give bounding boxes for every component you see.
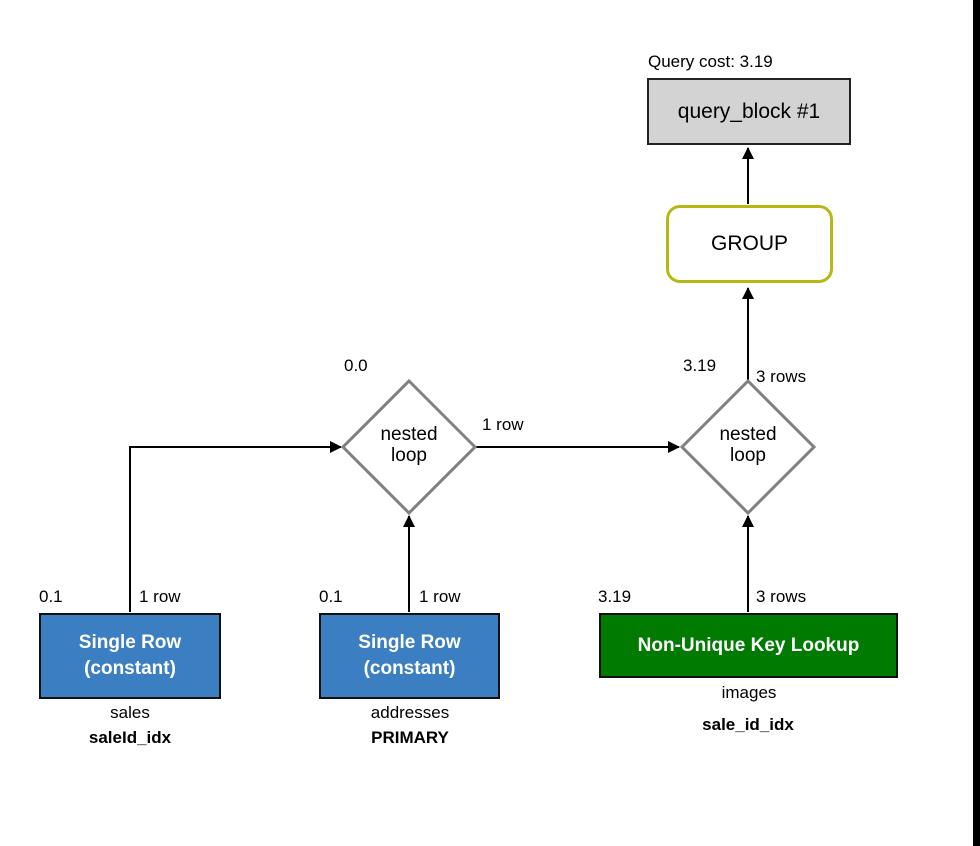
images-rows: 3 rows <box>756 587 807 606</box>
images-access-node[interactable]: Non-Unique Key Lookup <box>599 613 898 678</box>
sales-cost: 0.1 <box>39 587 63 606</box>
group-node[interactable]: GROUP <box>666 205 833 283</box>
addresses-cost: 0.1 <box>319 587 343 606</box>
nested-loop-2-label-line2: loop <box>730 445 766 466</box>
query-block-label: query_block #1 <box>677 99 821 123</box>
images-cost: 3.19 <box>598 587 632 606</box>
nested-loop-1-label[interactable]: nested loop <box>380 424 437 466</box>
nested-loop-1-label-line1: nested <box>380 424 438 445</box>
nested-loop-2-label[interactable]: nested loop <box>719 424 776 466</box>
addresses-table-name: addresses <box>370 703 450 722</box>
nested-loop-2-label-line1: nested <box>719 424 777 445</box>
sales-access-line1: Single Row <box>78 632 182 653</box>
edge-sales-to-loop1 <box>129 441 342 612</box>
sales-table-name: sales <box>110 703 150 722</box>
nested-loop-1-cost: 0.0 <box>344 356 368 375</box>
addresses-access-line2: (constant) <box>363 658 456 679</box>
nested-loop-1-diamond <box>340 378 478 516</box>
window-edge <box>973 0 980 846</box>
sales-rows: 1 row <box>139 587 181 606</box>
images-access-line1: Non-Unique Key Lookup <box>637 634 860 656</box>
addresses-key-name: PRIMARY <box>371 728 449 747</box>
nested-loop-1-output-rows: 1 row <box>482 415 524 434</box>
group-label: GROUP <box>710 232 788 255</box>
images-table-name: images <box>721 683 777 702</box>
nested-loop-2-diamond <box>679 378 817 516</box>
sales-access-line2: (constant) <box>84 658 176 679</box>
sales-access-node[interactable]: Single Row (constant) <box>39 613 221 699</box>
sales-key-name: saleId_idx <box>88 728 172 747</box>
nested-loop-1-label-line2: loop <box>391 445 427 466</box>
images-key-name: sale_id_idx <box>702 715 794 734</box>
query-cost-label: Query cost: 3.19 <box>648 52 773 71</box>
query-block-node[interactable]: query_block #1 <box>647 78 851 145</box>
addresses-access-line1: Single Row <box>358 632 461 653</box>
addresses-rows: 1 row <box>419 587 461 606</box>
nested-loop-2-output-rows: 3 rows <box>756 367 807 386</box>
addresses-access-node[interactable]: Single Row (constant) <box>319 613 500 699</box>
nested-loop-2-cost: 3.19 <box>683 356 717 375</box>
